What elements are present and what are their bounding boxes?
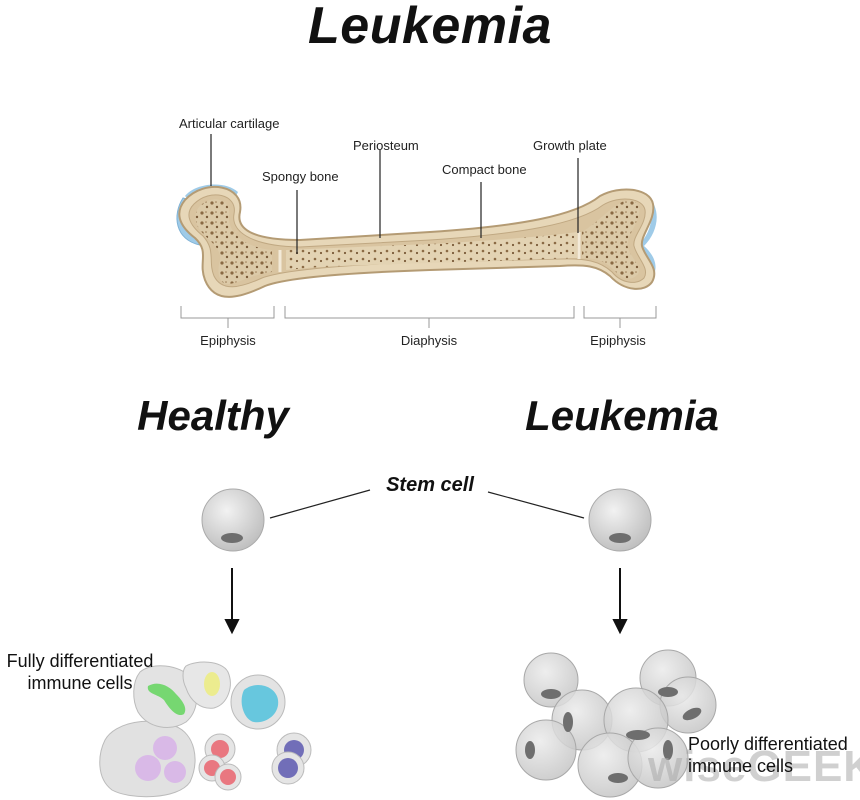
label-articular-cartilage: Articular cartilage bbox=[179, 116, 280, 131]
arrow-healthy bbox=[224, 568, 240, 635]
label-compact-bone: Compact bone bbox=[442, 162, 527, 177]
label-periosteum: Periosteum bbox=[353, 138, 419, 153]
leukemia-result-text: Poorly differentiated immune cells bbox=[688, 734, 848, 776]
label-growth-plate: Growth plate bbox=[533, 138, 607, 153]
heading-healthy: Healthy bbox=[137, 392, 289, 439]
leukemia-result-label: Poorly differentiated immune cells bbox=[688, 733, 860, 777]
label-spongy-bone: Spongy bone bbox=[262, 169, 339, 184]
healthy-result-label: Fully differentiated immune cells bbox=[0, 650, 160, 694]
stem-cell-leukemia bbox=[588, 488, 652, 552]
arrow-leukemia bbox=[612, 568, 628, 635]
heading-leukemia: Leukemia bbox=[525, 392, 719, 439]
spongy-bone-right bbox=[582, 200, 640, 279]
label-diaphysis: Diaphysis bbox=[400, 333, 458, 348]
healthy-result-text: Fully differentiated immune cells bbox=[6, 651, 154, 693]
label-epiphysis-left: Epiphysis bbox=[200, 333, 256, 348]
watermark: wiseGEEK bbox=[648, 742, 860, 791]
stem-cell-healthy bbox=[201, 488, 265, 552]
label-epiphysis-right: Epiphysis bbox=[590, 333, 646, 348]
spongy-bone-left bbox=[195, 199, 272, 284]
page-title: Leukemia bbox=[308, 0, 552, 55]
marrow-cavity bbox=[286, 232, 577, 270]
leukemia-immune-cells bbox=[515, 649, 717, 798]
healthy-immune-cells bbox=[99, 661, 312, 798]
stem-cell-label: Stem cell bbox=[386, 474, 474, 496]
